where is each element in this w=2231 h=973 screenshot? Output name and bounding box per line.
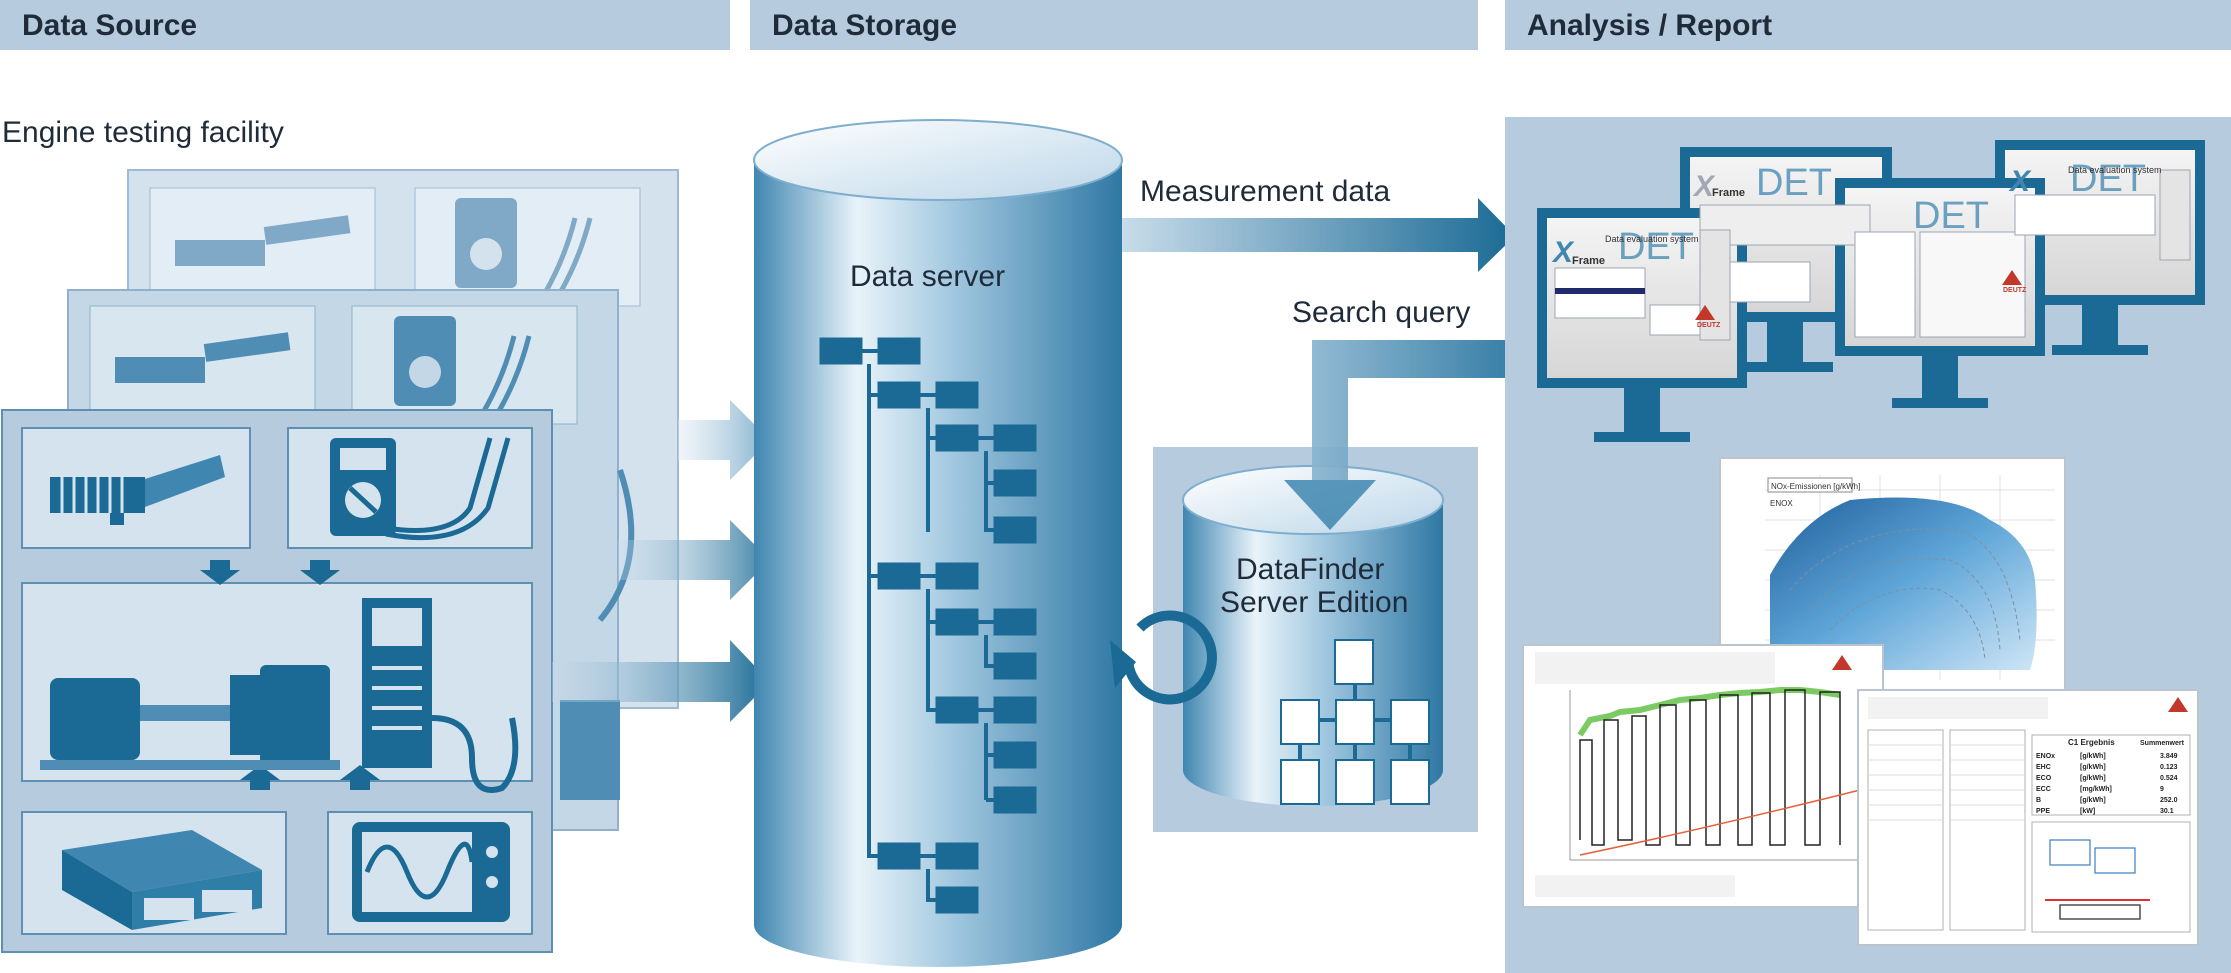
- flow-arrows-small: [200, 560, 380, 790]
- multimeter-icon: [330, 437, 511, 541]
- row-unit: [g/kWh]: [2080, 764, 2106, 771]
- monitor-back-right-det: DET: [2070, 158, 2146, 200]
- monitor-front-system: Data evaluation system: [1605, 234, 1699, 244]
- row-name: ECO: [2036, 775, 2052, 782]
- document-tree: [1280, 639, 1430, 805]
- row-value: 3.849: [2160, 753, 2178, 760]
- facility-panel-front: [1, 409, 553, 953]
- sensor-icon: [50, 455, 225, 525]
- results-table-report: C1 Ergebnis Summenwert ENOx [g/kWh] 3.84…: [1857, 689, 2199, 946]
- header-analysis-report: Analysis / Report: [1505, 0, 2231, 50]
- monitor-front-x: X: [1553, 236, 1574, 269]
- nox-map-enox: ENOX: [1770, 499, 1793, 508]
- row-unit: [g/kWh]: [2080, 753, 2106, 760]
- cycle-chart-report: [1522, 644, 1884, 908]
- data-acquisition-box-icon: [62, 830, 262, 930]
- multimeter-icon: [455, 198, 593, 295]
- search-query-label: Search query: [1292, 296, 1471, 329]
- monitor-back-right-x: X: [2010, 165, 2031, 198]
- header-data-storage: Data Storage: [750, 0, 1478, 50]
- row-name: EHC: [2036, 764, 2051, 771]
- deutz-logo-marks: [1695, 270, 2188, 712]
- ingest-arrows: [552, 400, 770, 722]
- row-name: ECC: [2036, 786, 2051, 793]
- nox-map-report: NOx-Emissionen [g/kWh] ENOX: [1719, 457, 2066, 694]
- measurement-data-arrow: [1122, 198, 1515, 272]
- monitor-back-right-system: Data evaluation system: [2068, 165, 2162, 175]
- datafinder-label-line2: Server Edition: [1220, 586, 1409, 619]
- search-query-arrow: [1284, 340, 1505, 530]
- row-unit: [mg/kWh]: [2080, 786, 2112, 793]
- engine-testing-facility-label: Engine testing facility: [2, 116, 284, 149]
- row-value: 9: [2160, 786, 2164, 793]
- results-sum-title: Summenwert: [2140, 740, 2185, 747]
- deutz-label: DEUTZ: [1697, 322, 1721, 329]
- monitor-back-left-frame: Frame: [1712, 187, 1746, 199]
- monitor-back-left-det: DET: [1756, 162, 1832, 204]
- row-unit: [g/kWh]: [2080, 775, 2106, 782]
- row-value: 0.123: [2160, 764, 2178, 771]
- deutz-label: DEUTZ: [2003, 287, 2027, 294]
- data-tree: [819, 337, 1037, 914]
- sync-loop-icon: [1110, 610, 1217, 705]
- datafinder-cylinder: [1182, 465, 1444, 806]
- sensor-icon: [175, 215, 351, 266]
- engine-test-bench-icon: [40, 665, 340, 770]
- control-cabinet-icon: [362, 598, 519, 793]
- header-data-source: Data Source: [0, 0, 730, 50]
- monitor-middle-det: DET: [1913, 195, 1989, 237]
- row-name: ENOx: [2036, 753, 2055, 760]
- row-name: B: [2036, 797, 2041, 804]
- sensor-icon: [115, 332, 291, 383]
- datafinder-label-line1: DataFinder: [1236, 553, 1385, 586]
- measurement-data-label: Measurement data: [1140, 175, 1391, 208]
- row-value: 30.1: [2160, 808, 2174, 815]
- monitor-front-det: DET: [1618, 226, 1694, 268]
- monitor-back-left-x: X: [1694, 170, 1715, 203]
- nox-map-title: NOx-Emissionen [g/kWh]: [1771, 482, 1860, 491]
- row-unit: [g/kWh]: [2080, 797, 2106, 804]
- row-value: 252.0: [2160, 797, 2178, 804]
- multimeter-icon: [394, 316, 532, 413]
- data-server-cylinder: [753, 119, 1123, 967]
- results-title: C1 Ergebnis: [2068, 738, 2115, 747]
- row-value: 0.524: [2160, 775, 2178, 782]
- oscilloscope-icon: [352, 822, 510, 922]
- row-unit: [kW]: [2080, 808, 2095, 815]
- data-server-label: Data server: [850, 260, 1006, 293]
- monitor-front-frame: Frame: [1572, 255, 1606, 267]
- row-name: PPE: [2036, 808, 2050, 815]
